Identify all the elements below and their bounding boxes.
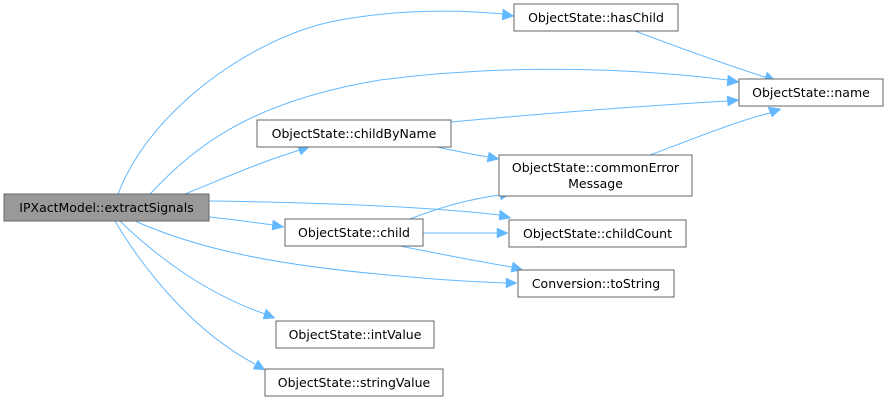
edge-childbyname-to-name — [450, 100, 729, 123]
node-has-child-box — [513, 3, 679, 32]
edge-root-to-haschild — [117, 10, 504, 195]
node-child-count-label: ObjectState::childCount — [523, 226, 672, 241]
nodes: IPXactModel::extractSignals ObjectState:… — [3, 3, 884, 397]
node-has-child-label: ObjectState::hasChild — [528, 10, 664, 25]
node-int-value[interactable]: ObjectState::intValue — [275, 320, 435, 349]
node-root-label: IPXactModel::extractSignals — [19, 200, 193, 215]
edge-root-to-tostring — [134, 220, 507, 284]
node-name[interactable]: ObjectState::name — [738, 78, 884, 107]
node-child-count-box — [508, 219, 687, 248]
edge-root-to-intvalue — [119, 220, 266, 315]
node-to-string[interactable]: Conversion::toString — [517, 269, 675, 298]
edge-root-to-childcount — [208, 200, 501, 216]
node-name-label: ObjectState::name — [752, 85, 870, 100]
node-child-by-name-label: ObjectState::childByName — [272, 126, 437, 141]
arrow-root-to-stringvalue — [252, 359, 266, 371]
node-has-child[interactable]: ObjectState::hasChild — [513, 3, 679, 32]
arrow-root-to-tostring — [505, 277, 518, 289]
node-child-by-name[interactable]: ObjectState::childByName — [256, 119, 452, 148]
node-common-error-message-box — [498, 154, 693, 197]
edge-root-to-name — [149, 68, 729, 195]
arrow-root-to-child — [271, 219, 285, 231]
edge-root-to-childbyname — [184, 149, 301, 195]
node-to-string-label: Conversion::toString — [532, 276, 660, 291]
arrow-root-to-haschild — [501, 8, 515, 21]
arrow-root-to-name — [726, 74, 740, 87]
edge-child-to-tostring — [399, 245, 513, 268]
arrow-childbyname-to-name — [726, 95, 740, 107]
arrow-child-to-childcount — [496, 227, 509, 239]
arrow-childbyname-to-commonerror — [486, 151, 500, 163]
node-int-value-box — [275, 320, 435, 349]
node-child-box — [284, 218, 424, 247]
node-root[interactable]: IPXactModel::extractSignals — [3, 193, 210, 222]
node-name-box — [738, 78, 884, 107]
arrow-root-to-intvalue — [262, 308, 276, 320]
edge-root-to-stringvalue — [114, 220, 256, 365]
node-child-count[interactable]: ObjectState::childCount — [508, 219, 687, 248]
node-string-value[interactable]: ObjectState::stringValue — [264, 368, 444, 397]
edge-root-to-child — [208, 216, 274, 226]
node-child-by-name-box — [256, 119, 452, 148]
edge-haschild-to-name — [634, 30, 766, 78]
edge-commonerror-to-name — [649, 112, 771, 156]
edge-child-to-commonerror — [409, 194, 501, 220]
node-common-error-message[interactable]: ObjectState::commonError Message — [498, 154, 693, 197]
node-common-error-message-label-line1: ObjectState::commonError — [512, 160, 680, 175]
node-to-string-box — [517, 269, 675, 298]
node-string-value-box — [264, 368, 444, 397]
node-common-error-message-label-line2: Message — [568, 176, 623, 191]
arrow-root-to-childcount — [498, 209, 512, 221]
node-string-value-label: ObjectState::stringValue — [278, 375, 431, 390]
node-int-value-label: ObjectState::intValue — [289, 327, 422, 342]
node-child-label: ObjectState::child — [298, 225, 410, 240]
node-root-box — [3, 193, 210, 222]
node-child[interactable]: ObjectState::child — [284, 218, 424, 247]
arrow-commonerror-to-name — [767, 106, 782, 118]
